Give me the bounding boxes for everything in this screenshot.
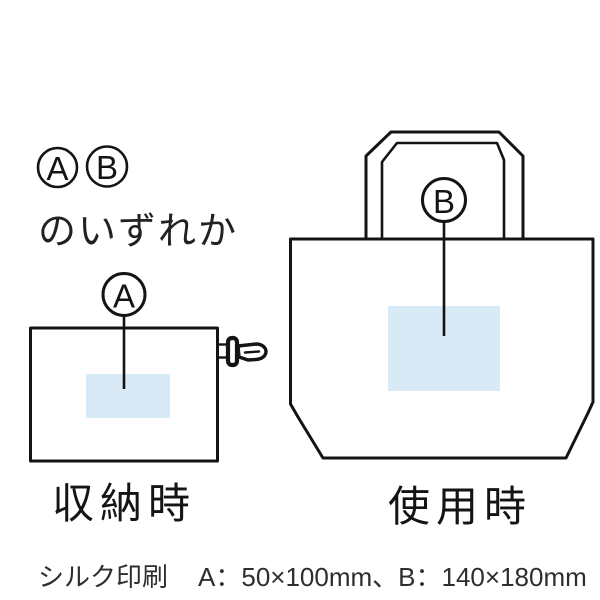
legend-marker-a-label: A xyxy=(46,150,68,187)
print-spec-line: シルク印刷 A：50×100mm、B：140×180mm xyxy=(38,557,587,594)
legend-marker-a: A xyxy=(36,146,79,189)
use-bag-marker-label: B xyxy=(433,183,455,220)
circle-a-icon xyxy=(36,146,79,189)
circle-b-icon xyxy=(421,177,467,223)
in-use-bag-caption: 使用時 xyxy=(387,483,532,530)
either-one-note: のいずれか xyxy=(38,211,239,253)
stored-bag-marker-label: A xyxy=(113,278,135,315)
legend-marker-b: B xyxy=(85,145,129,188)
print-sizes: A：50×100mm、B：140×180mm xyxy=(198,562,587,592)
print-area-a xyxy=(86,374,170,418)
stored-bag-marker-a: A xyxy=(101,272,147,317)
use-bag-marker-b: B xyxy=(421,177,467,223)
carabiner-clip-icon xyxy=(217,335,268,368)
legend-marker-b-label: B xyxy=(96,149,118,186)
circle-a-icon xyxy=(101,272,147,317)
print-method: シルク印刷 xyxy=(38,562,169,592)
circle-b-icon xyxy=(85,145,129,188)
stored-bag-caption: 収納時 xyxy=(51,480,196,527)
